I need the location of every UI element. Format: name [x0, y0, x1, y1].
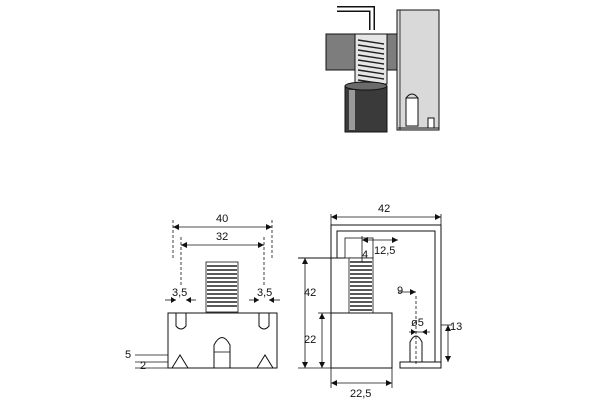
side-dim-spring-offset: 4: [362, 249, 368, 261]
locating-pin: [405, 97, 419, 127]
side-dim-pin-height: 13: [450, 321, 462, 333]
side-dim-total-height: 42: [304, 287, 316, 299]
front-dim-base-offset: 2: [140, 360, 146, 372]
bent-rod: [337, 6, 375, 30]
front-dim-slot-right: 3,5: [257, 287, 272, 299]
side-dim-pin-offset: 9: [397, 285, 403, 297]
front-dim-slot-left: 3,5: [172, 287, 187, 299]
perspective-view: [325, 6, 440, 133]
side-dim-pin-diameter: ø5: [411, 317, 424, 329]
side-view: [298, 214, 452, 388]
side-dim-body-width: 22,5: [350, 388, 371, 400]
side-dim-spring-width: 12,5: [374, 245, 395, 257]
front-body: [167, 312, 278, 369]
front-dim-base-height: 5: [125, 349, 131, 361]
side-dim-body-height: 22: [304, 334, 316, 346]
side-body: [330, 312, 393, 369]
front-dim-overall-width: 40: [216, 213, 228, 225]
side-dim-overall-width: 42: [378, 203, 390, 215]
front-dim-inner-width: 32: [216, 231, 228, 243]
front-view: [135, 220, 280, 369]
side-bracket: [330, 224, 442, 369]
